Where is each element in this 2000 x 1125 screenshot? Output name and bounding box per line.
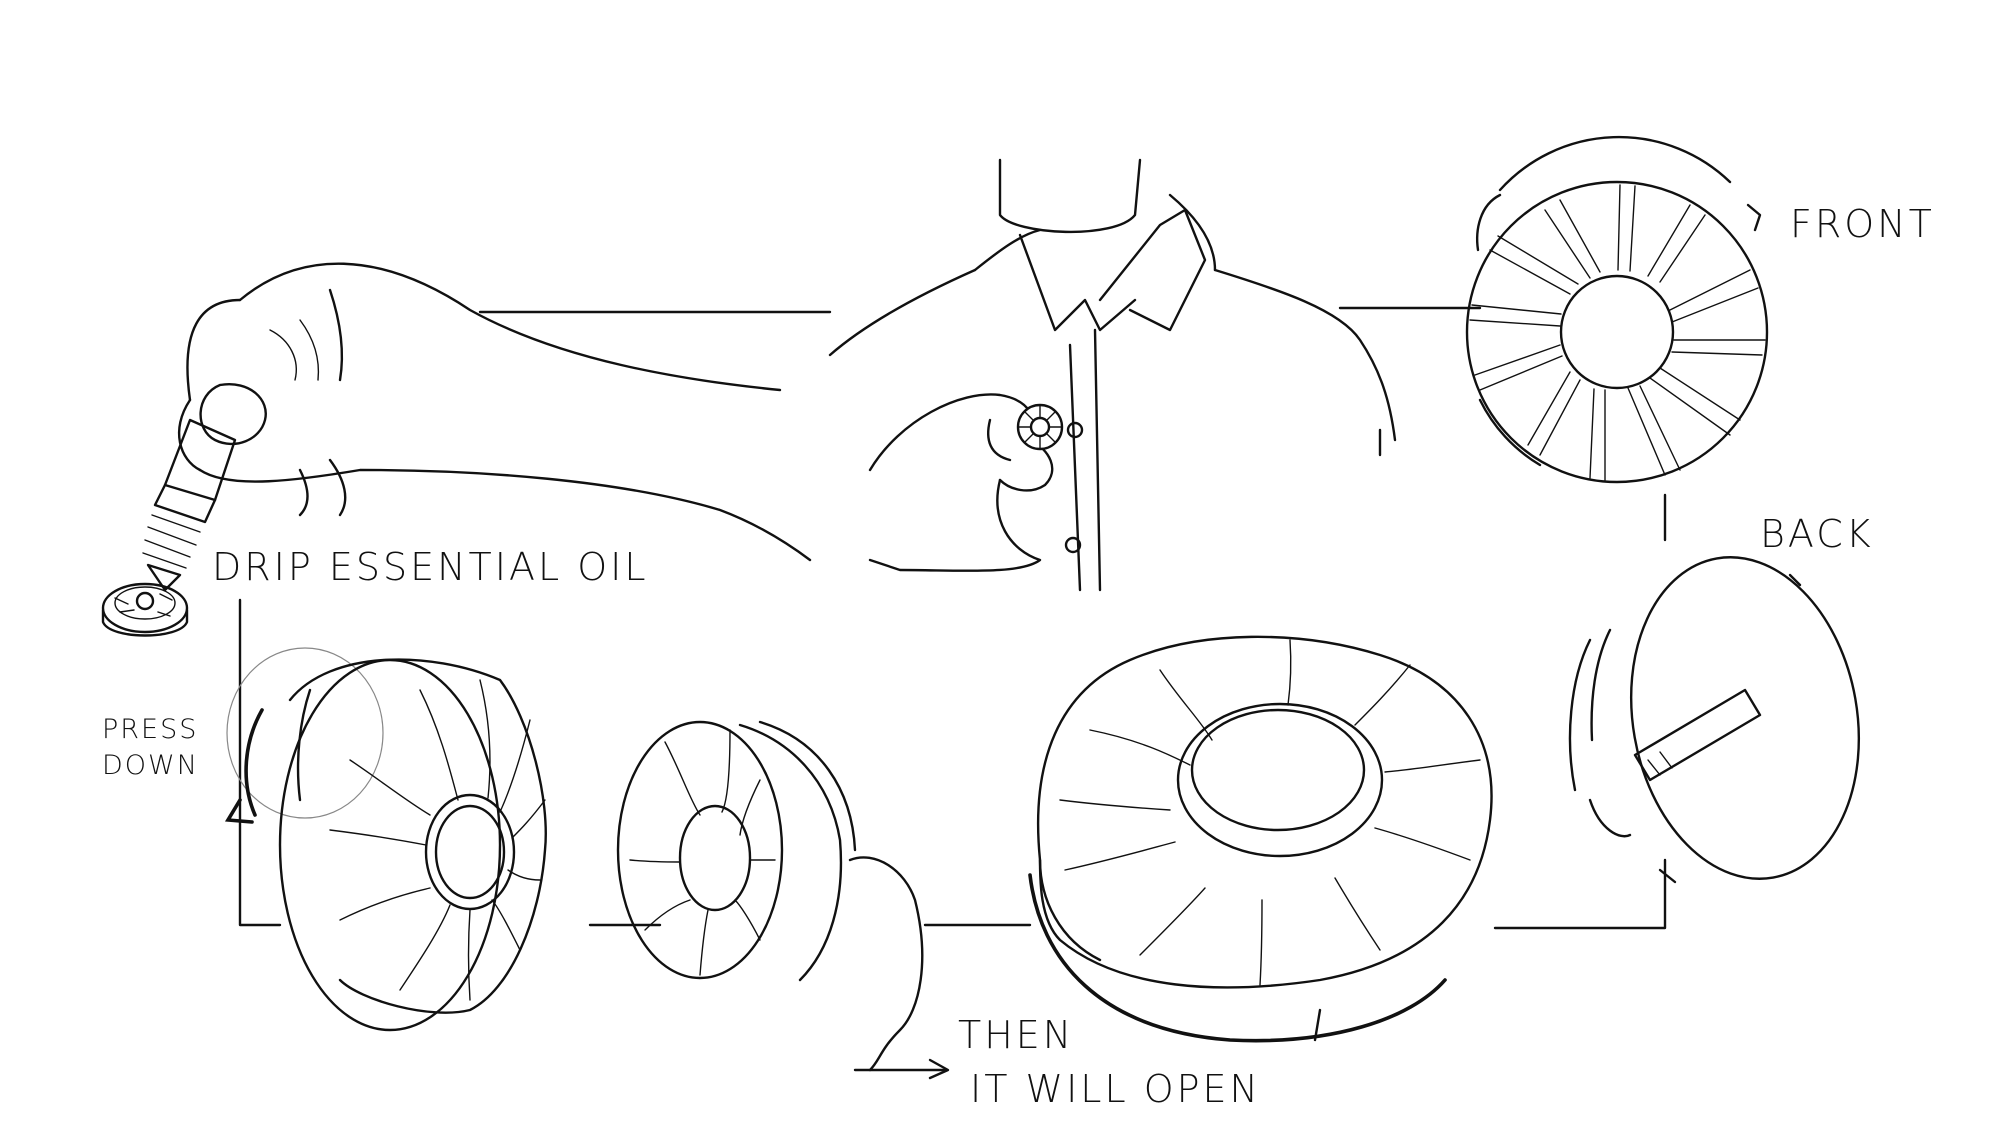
front-label: FRONT — [1790, 205, 1935, 243]
person-wearing-diffuser-drawing — [830, 160, 1395, 590]
then-label: THEN — [958, 1016, 1074, 1054]
opening-disc-drawing — [618, 722, 948, 1078]
back-label: BACK — [1760, 515, 1874, 553]
drip-essential-oil-label: DRIP ESSENTIAL OIL — [212, 548, 649, 586]
front-view-drawing — [1467, 137, 1767, 482]
press-label: PRESS — [102, 716, 198, 743]
back-view-drawing — [1570, 539, 1883, 897]
down-label: DOWN — [102, 752, 199, 779]
it-will-open-label: IT WILL OPEN — [970, 1070, 1261, 1108]
open-diffuser-drawing — [1030, 637, 1492, 1041]
exploded-disc-drawing — [227, 648, 546, 1030]
